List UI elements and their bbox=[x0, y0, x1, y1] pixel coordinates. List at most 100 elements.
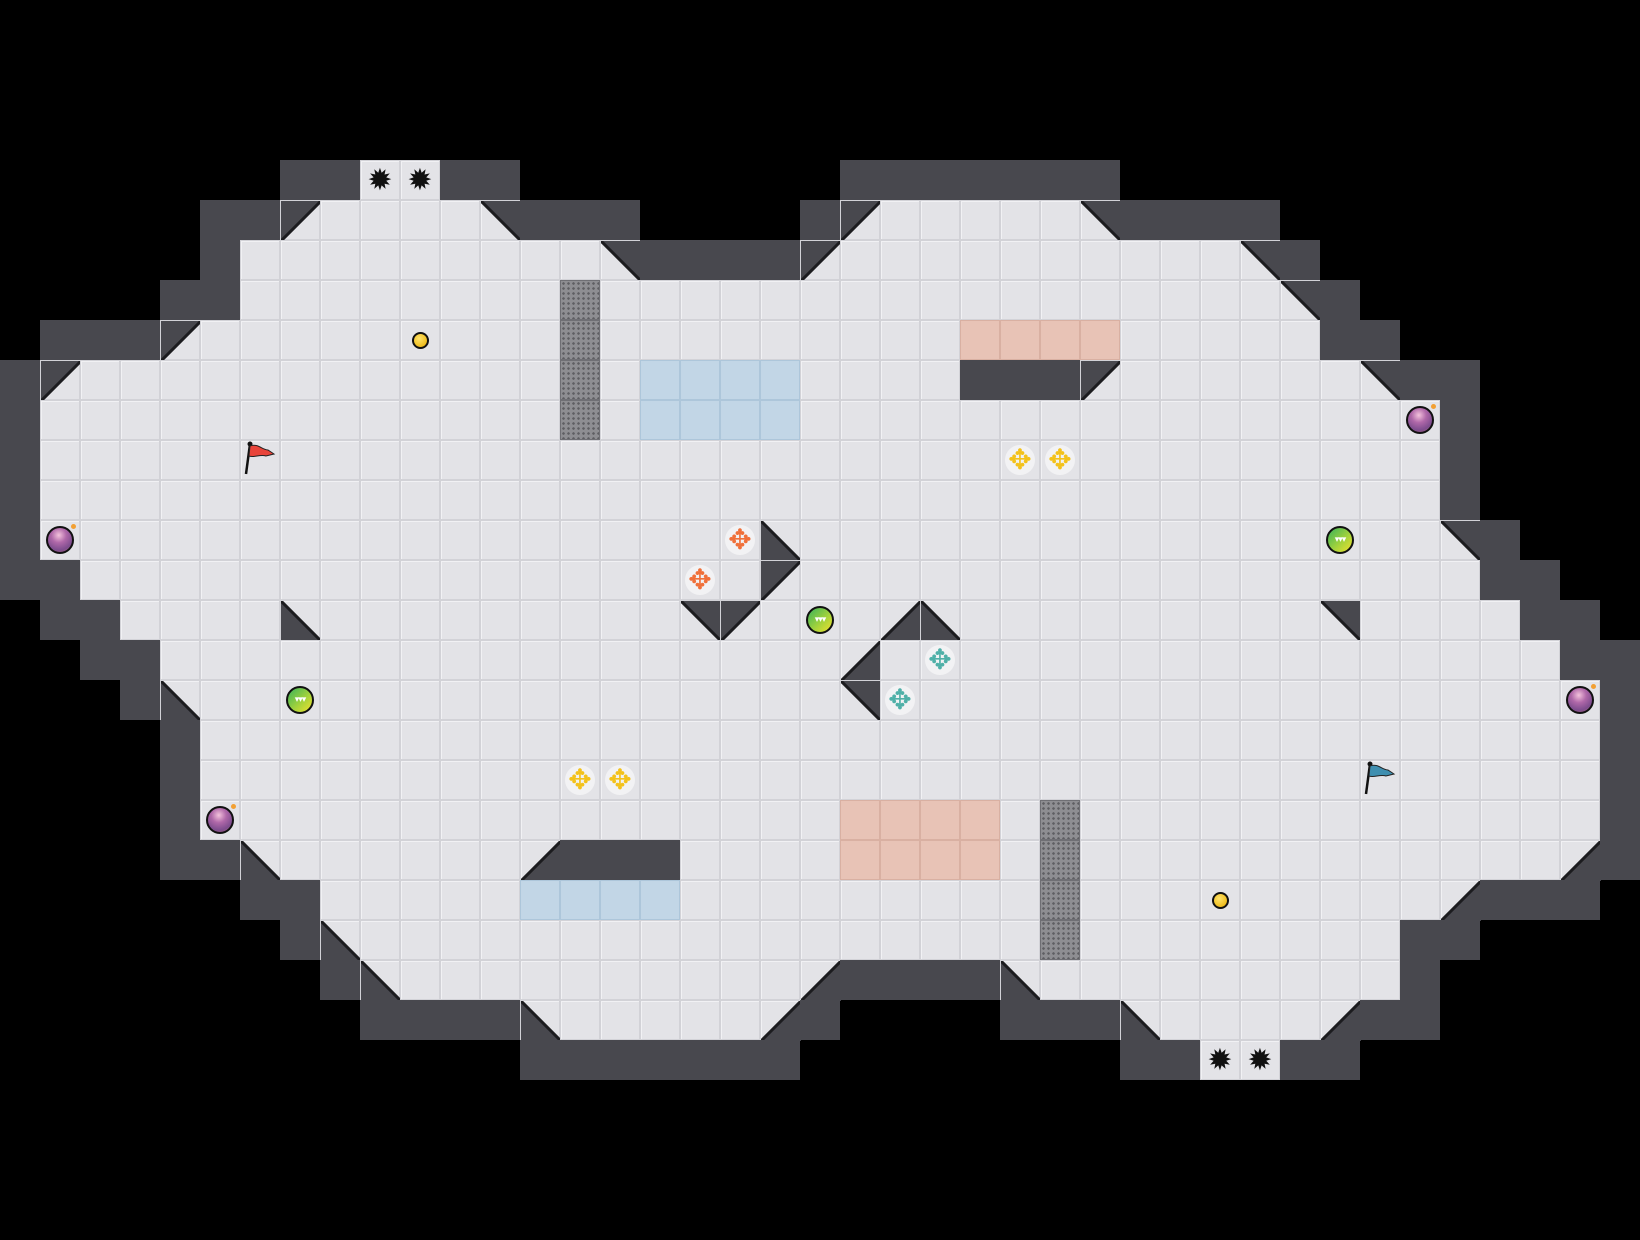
floor-tile bbox=[440, 240, 480, 280]
wall-tile bbox=[760, 240, 800, 280]
floor-tile bbox=[160, 440, 200, 480]
wall-tile bbox=[1000, 360, 1040, 400]
floor-tile bbox=[800, 880, 840, 920]
wall-tile bbox=[1440, 480, 1480, 520]
diagonal-wall-tile bbox=[1240, 240, 1281, 281]
floor-tile bbox=[800, 280, 840, 320]
floor-tile bbox=[640, 440, 680, 480]
yellow-four-way-arrow-icon: ✥ bbox=[1040, 440, 1080, 480]
floor-tile bbox=[520, 720, 560, 760]
floor-tile bbox=[840, 880, 880, 920]
floor-tile bbox=[1040, 480, 1080, 520]
floor-tile bbox=[1240, 960, 1280, 1000]
floor-tile bbox=[280, 360, 320, 400]
floor-tile bbox=[880, 240, 920, 280]
floor-tile bbox=[1080, 640, 1120, 680]
floor-tile bbox=[320, 360, 360, 400]
floor-tile bbox=[1120, 920, 1160, 960]
floor-tile bbox=[760, 800, 800, 840]
floor-tile bbox=[680, 840, 720, 880]
spike-tile: ✹ bbox=[1240, 1040, 1280, 1080]
floor-tile bbox=[1120, 960, 1160, 1000]
wall-tile bbox=[360, 1000, 400, 1040]
wall-tile bbox=[720, 240, 760, 280]
yellow-pellet-icon bbox=[1200, 880, 1240, 920]
floor-tile bbox=[760, 480, 800, 520]
floor-tile bbox=[800, 400, 840, 440]
spike-icon: ✹ bbox=[407, 162, 433, 198]
floor-tile bbox=[200, 520, 240, 560]
floor-tile bbox=[960, 760, 1000, 800]
floor-tile bbox=[1400, 640, 1440, 680]
floor-tile bbox=[1000, 600, 1040, 640]
floor-tile bbox=[1160, 480, 1200, 520]
wall-tile bbox=[0, 440, 40, 480]
floor-tile bbox=[160, 600, 200, 640]
floor-tile bbox=[80, 560, 120, 600]
wall-tile bbox=[640, 840, 680, 880]
floor-tile bbox=[1400, 600, 1440, 640]
yellow-four-way-arrow-icon: ✥ bbox=[1000, 440, 1040, 480]
floor-tile bbox=[1360, 920, 1400, 960]
floor-tile bbox=[320, 760, 360, 800]
floor-tile bbox=[440, 640, 480, 680]
wall-tile bbox=[720, 1040, 760, 1080]
wall-tile bbox=[1400, 920, 1440, 960]
wall-tile bbox=[120, 320, 160, 360]
floor-tile bbox=[520, 680, 560, 720]
floor-tile bbox=[720, 440, 760, 480]
floor-tile bbox=[720, 720, 760, 760]
floor-tile bbox=[320, 440, 360, 480]
floor-tile bbox=[880, 520, 920, 560]
floor-tile bbox=[1360, 960, 1400, 1000]
floor-tile bbox=[80, 520, 120, 560]
blue-team-tile bbox=[560, 880, 600, 920]
floor-tile bbox=[520, 800, 560, 840]
floor-tile bbox=[240, 600, 280, 640]
floor-tile bbox=[1200, 920, 1240, 960]
floor-tile bbox=[440, 760, 480, 800]
floor-tile bbox=[1320, 680, 1360, 720]
floor-tile bbox=[400, 800, 440, 840]
floor-tile bbox=[600, 960, 640, 1000]
floor-tile bbox=[1360, 440, 1400, 480]
floor-tile bbox=[360, 200, 400, 240]
floor-tile bbox=[1160, 600, 1200, 640]
floor-tile bbox=[680, 920, 720, 960]
floor-tile bbox=[680, 960, 720, 1000]
diagonal-wall-tile bbox=[1320, 600, 1361, 641]
floor-tile bbox=[720, 880, 760, 920]
wall-tile bbox=[440, 1000, 480, 1040]
floor-tile bbox=[360, 600, 400, 640]
wall-tile bbox=[480, 160, 520, 200]
floor-tile bbox=[80, 480, 120, 520]
wall-tile bbox=[1360, 1000, 1400, 1040]
floor-tile bbox=[560, 720, 600, 760]
floor-tile bbox=[360, 520, 400, 560]
floor-tile bbox=[1280, 880, 1320, 920]
diagonal-wall-tile bbox=[760, 560, 801, 601]
floor-tile bbox=[1280, 360, 1320, 400]
spike-tile: ✹ bbox=[1200, 1040, 1240, 1080]
floor-tile bbox=[760, 680, 800, 720]
floor-tile bbox=[1360, 640, 1400, 680]
floor-tile bbox=[1120, 760, 1160, 800]
floor-tile bbox=[440, 320, 480, 360]
floor-tile bbox=[1280, 560, 1320, 600]
floor-tile bbox=[280, 400, 320, 440]
floor-tile bbox=[880, 920, 920, 960]
wall-tile bbox=[800, 1000, 840, 1040]
floor-tile bbox=[1160, 720, 1200, 760]
floor-tile bbox=[1120, 320, 1160, 360]
floor-tile bbox=[1360, 600, 1400, 640]
wall-tile bbox=[1040, 360, 1080, 400]
diagonal-wall-tile bbox=[1080, 200, 1121, 241]
floor-tile bbox=[480, 240, 520, 280]
diagonal-wall-tile bbox=[1000, 960, 1041, 1001]
wall-tile bbox=[280, 160, 320, 200]
wall-tile bbox=[880, 160, 920, 200]
floor-tile bbox=[800, 480, 840, 520]
floor-tile bbox=[1000, 800, 1040, 840]
floor-tile bbox=[80, 440, 120, 480]
floor-tile bbox=[480, 960, 520, 1000]
